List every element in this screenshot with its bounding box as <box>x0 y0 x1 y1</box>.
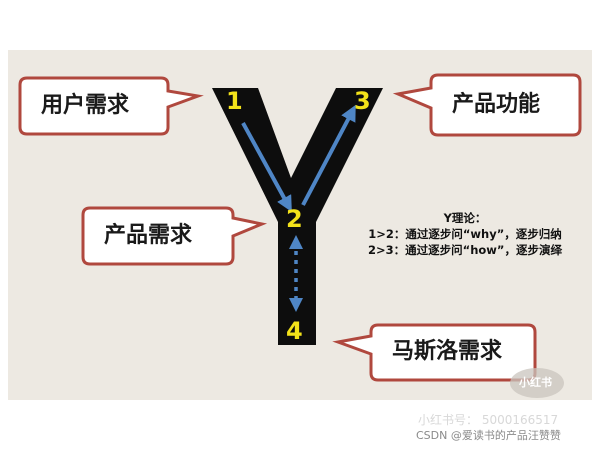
callout-product-needs-box <box>81 206 268 266</box>
callout-product-needs-label: 产品需求 <box>104 223 193 248</box>
node-3-label: 3 <box>354 87 371 115</box>
node-2-label: 2 <box>286 205 303 233</box>
arrow-2-to-3 <box>301 104 356 206</box>
node-4-label: 4 <box>286 317 303 345</box>
node-1-label: 1 <box>226 87 243 115</box>
y-theory-line-2: 2>3：通过逐步问“how”，逐步演绎 <box>368 243 562 257</box>
y-theory-line-1: 1>2：通过逐步问“why”，逐步归纳 <box>368 227 562 241</box>
callout-product-function-box <box>392 73 582 137</box>
y-shape <box>212 88 383 345</box>
y-theory-title: Y理论： <box>443 211 487 225</box>
y-theory-text-block: Y理论： 1>2：通过逐步问“why”，逐步归纳 2>3：通过逐步问“how”，… <box>330 210 600 258</box>
callout-maslow-needs-box <box>332 323 537 382</box>
watermark-faint-id: 小红书号： 5000166517 <box>418 413 559 427</box>
callout-product-function-label: 产品功能 <box>452 92 541 117</box>
callout-user-needs-box <box>18 76 204 136</box>
watermark-badge-shape <box>510 368 564 398</box>
callout-maslow-needs-label: 马斯洛需求 <box>392 339 503 364</box>
callout-user-needs-label: 用户需求 <box>41 93 130 118</box>
watermark-credit: CSDN @爱读书的产品汪赞赞 <box>416 429 561 442</box>
watermark-badge: 小红书 <box>519 376 552 389</box>
arrow-1-to-2 <box>241 122 292 213</box>
